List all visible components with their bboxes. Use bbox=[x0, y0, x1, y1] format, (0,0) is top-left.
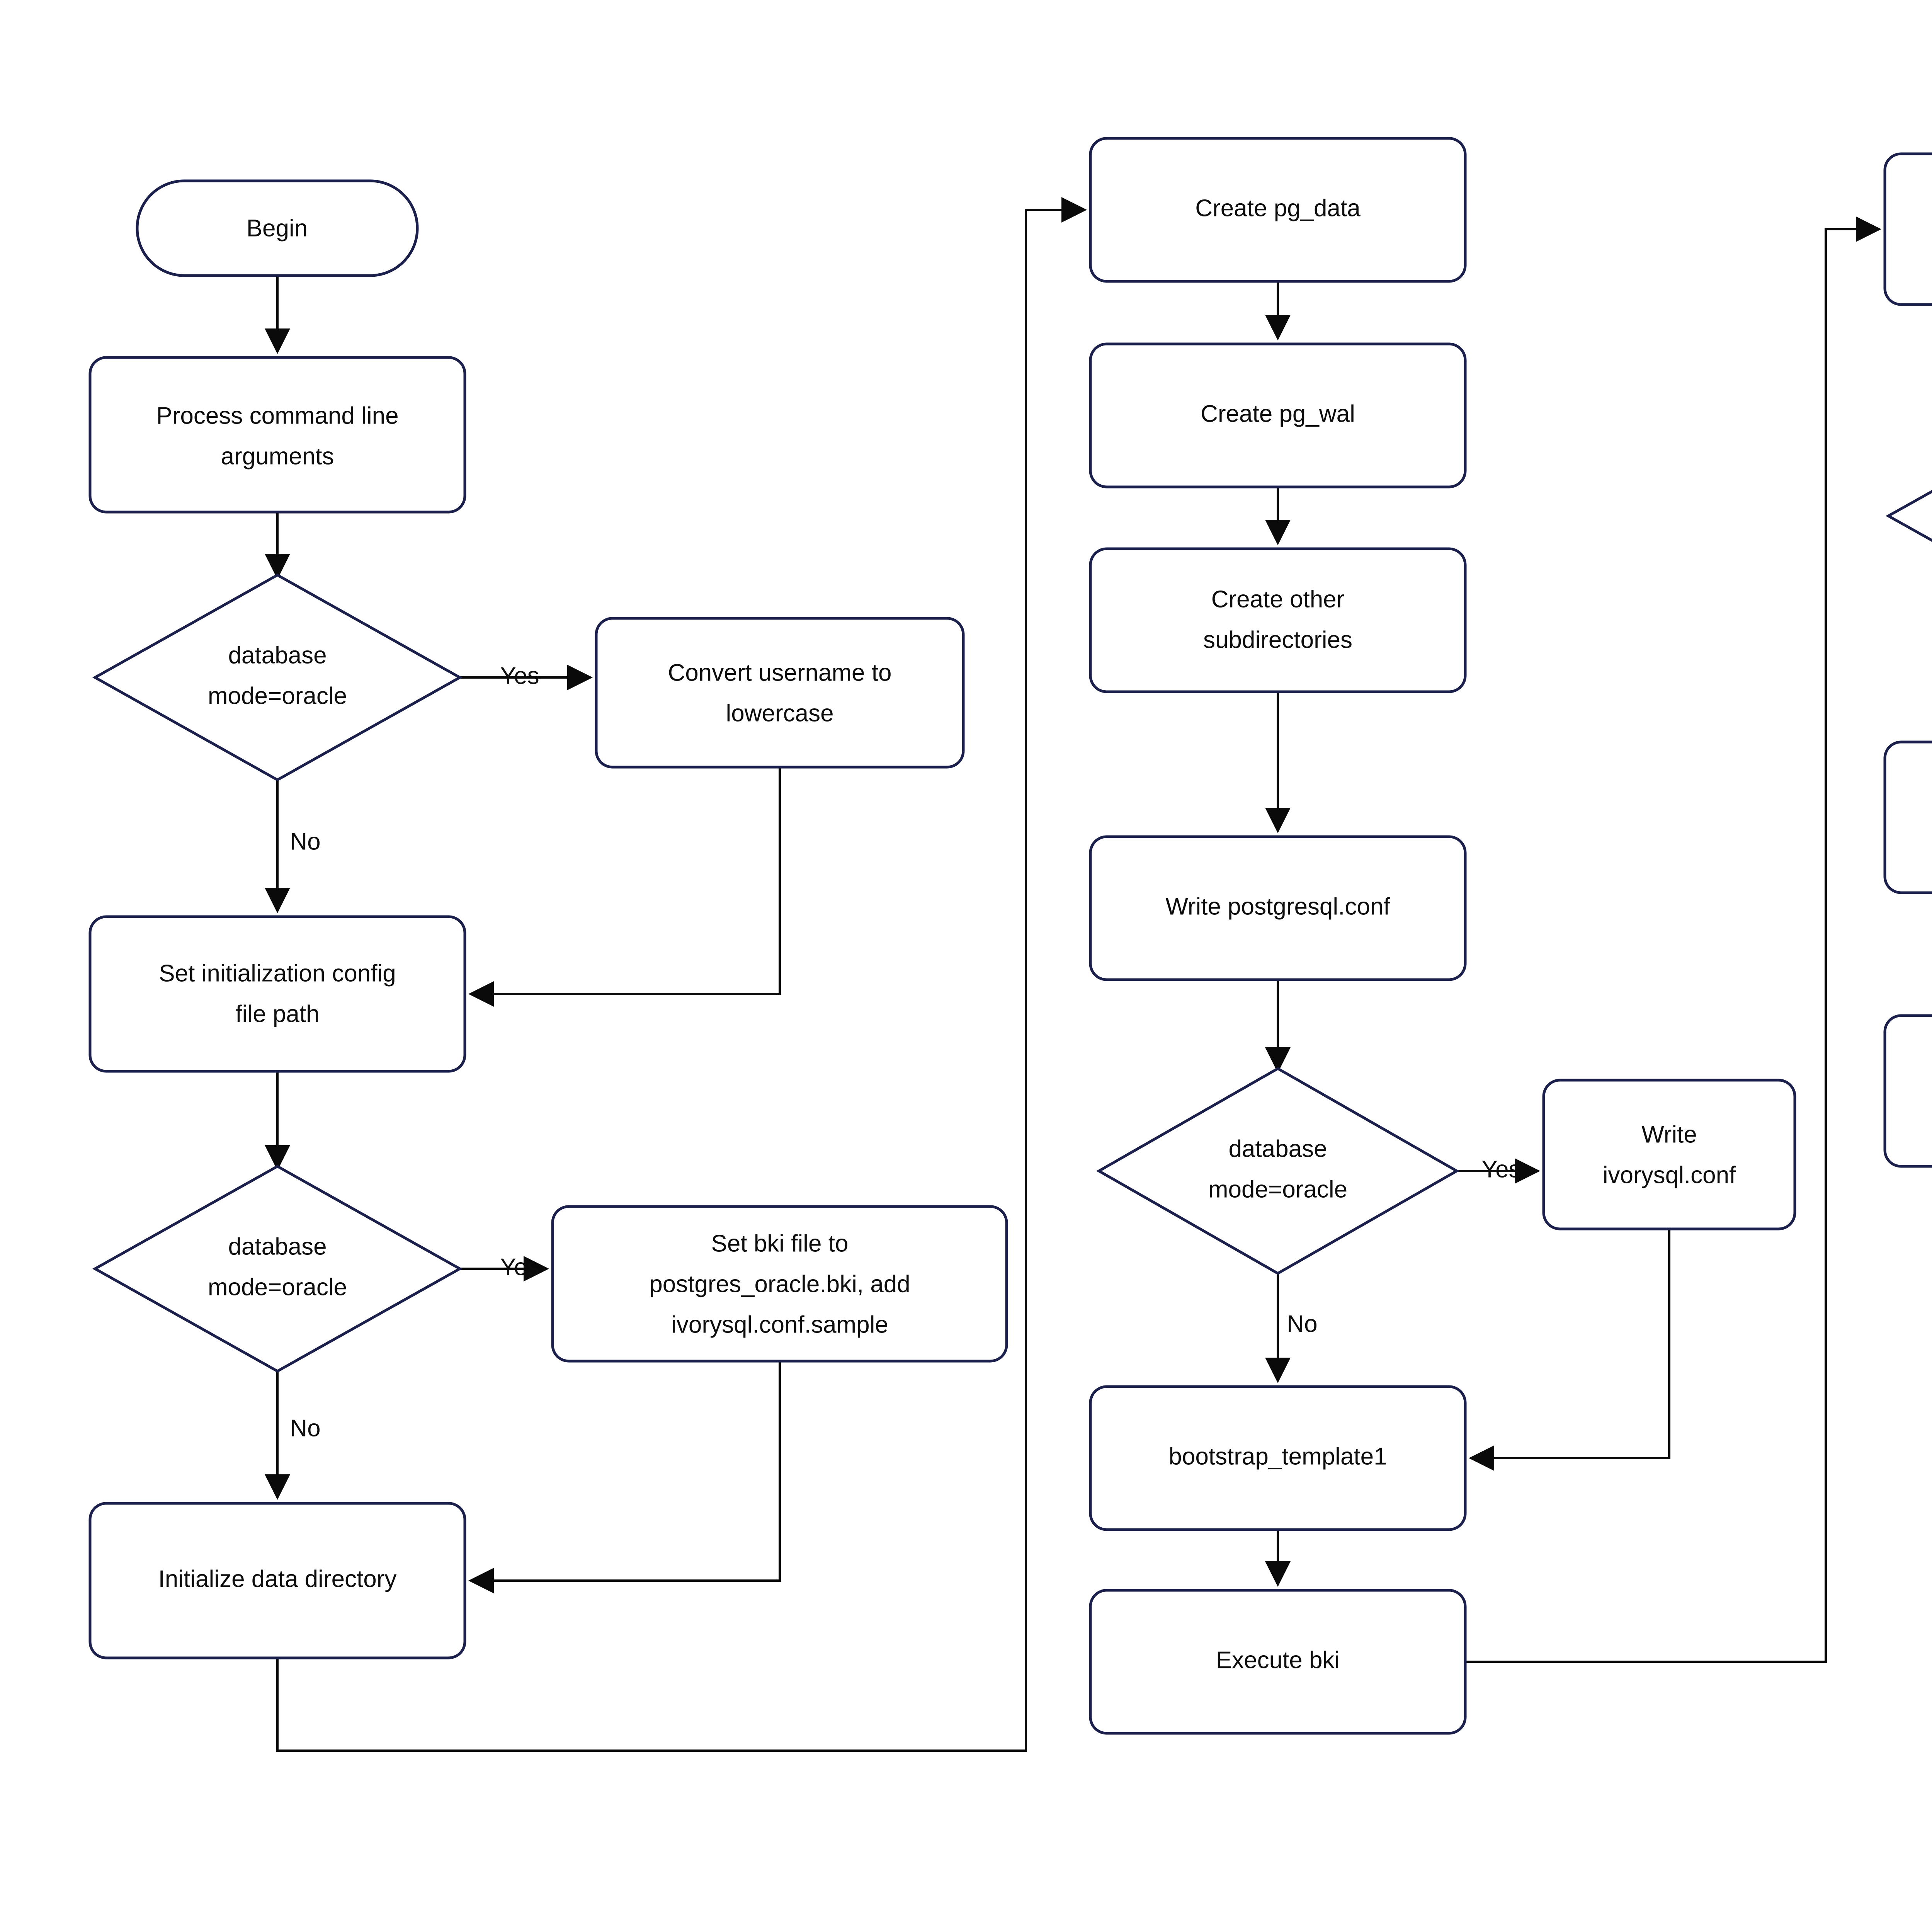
node-create-pg-data[interactable]: Create pg_data bbox=[1089, 137, 1467, 283]
process-args-label-line2: arguments bbox=[221, 443, 334, 470]
set-bki-label-line2: postgres_oracle.bki, add bbox=[649, 1271, 910, 1297]
create-subdirs-shape[interactable] bbox=[1089, 547, 1467, 693]
node-load-template-databases[interactable]: Load template0, postgres, ivorysql datab… bbox=[1883, 740, 1932, 894]
edge-label-yes-2: Yes bbox=[500, 1254, 539, 1280]
edge-labels-layer: Yes No Yes No Yes No Yes No bbox=[290, 662, 1520, 1441]
decision3-diamond-shape[interactable] bbox=[1096, 1067, 1460, 1275]
decision1-label-line2: mode=oracle bbox=[208, 682, 347, 709]
edge-init-dir-to-create-pgdata bbox=[276, 197, 1087, 1752]
process-args-label-line1: Process command line bbox=[156, 402, 398, 429]
set-bki-label-line3: ivorysql.conf.sample bbox=[671, 1311, 888, 1338]
node-execute-bki[interactable]: Execute bki bbox=[1089, 1589, 1467, 1735]
write-ivoryconf-label-line2: ivorysql.conf bbox=[1603, 1162, 1736, 1188]
set-config-path-label-line2: file path bbox=[235, 1001, 319, 1027]
node-initialize-data-directory[interactable]: Initialize data directory bbox=[88, 1502, 466, 1659]
set-config-path-label-line1: Set initialization config bbox=[159, 960, 396, 987]
create-pgdata-label: Create pg_data bbox=[1195, 195, 1361, 221]
edge-set-bki-to-init-dir bbox=[468, 1361, 781, 1593]
begin-terminator-shape[interactable] bbox=[136, 179, 419, 277]
execute-bki-label: Execute bki bbox=[1216, 1647, 1340, 1673]
create-subdirs-label-line2: subdirectories bbox=[1203, 626, 1352, 653]
create-pgwal-label: Create pg_wal bbox=[1201, 400, 1355, 427]
node-set-bki-file[interactable]: Set bki file to postgres_oracle.bki, add… bbox=[551, 1205, 1008, 1363]
convert-username-label-line1: Convert username to bbox=[668, 659, 892, 686]
node-decision-database-mode-oracle-3[interactable]: database mode=oracle bbox=[1096, 1067, 1460, 1275]
write-ivoryconf-label-line1: Write bbox=[1641, 1121, 1697, 1148]
execute-bki-shape[interactable] bbox=[1089, 1589, 1467, 1735]
create-pgwal-shape[interactable] bbox=[1089, 342, 1467, 488]
convert-username-shape[interactable] bbox=[595, 617, 965, 769]
set-config-path-shape[interactable] bbox=[88, 915, 466, 1073]
convert-username-label-line2: lowercase bbox=[726, 700, 833, 727]
edge-label-yes-1: Yes bbox=[500, 662, 539, 689]
edge-label-yes-3: Yes bbox=[1481, 1156, 1520, 1183]
decision4-diamond-shape[interactable] bbox=[1885, 414, 1932, 618]
node-print-completion-message[interactable]: Print completion message bbox=[1883, 1014, 1932, 1168]
edge-label-no-1: No bbox=[290, 828, 320, 855]
decision2-label-line1: database bbox=[228, 1233, 327, 1260]
edge-write-ivoryconf-to-bootstrap bbox=[1469, 1229, 1670, 1471]
write-pgconf-label: Write postgresql.conf bbox=[1165, 893, 1390, 920]
nodes-layer: Begin Process command line arguments dat… bbox=[88, 137, 1932, 1735]
set-bki-label-line1: Set bki file to bbox=[711, 1230, 849, 1257]
node-decision-database-mode-oracle-4[interactable]: database mode=oracle bbox=[1885, 414, 1932, 618]
bootstrap-template1-label: bootstrap_template1 bbox=[1168, 1443, 1387, 1470]
edge-convert-to-config-path bbox=[468, 767, 781, 1007]
decision1-diamond-shape[interactable] bbox=[92, 573, 463, 782]
node-decision-database-mode-oracle-1[interactable]: database mode=oracle bbox=[92, 573, 463, 782]
edge-execute-bki-to-init-db-objects bbox=[1465, 216, 1881, 1663]
init-data-dir-label: Initialize data directory bbox=[158, 1566, 397, 1592]
decision3-label-line2: mode=oracle bbox=[1208, 1176, 1347, 1203]
decision3-label-line1: database bbox=[1228, 1135, 1327, 1162]
node-write-postgresql-conf[interactable]: Write postgresql.conf bbox=[1089, 835, 1467, 981]
decision2-diamond-shape[interactable] bbox=[92, 1164, 463, 1373]
node-create-other-subdirectories[interactable]: Create other subdirectories bbox=[1089, 547, 1467, 693]
create-subdirs-label-line1: Create other bbox=[1211, 586, 1345, 613]
node-decision-database-mode-oracle-2[interactable]: database mode=oracle bbox=[92, 1164, 463, 1373]
edge-label-no-3: No bbox=[1287, 1310, 1317, 1337]
node-bootstrap-template1[interactable]: bootstrap_template1 bbox=[1089, 1385, 1467, 1531]
process-args-shape[interactable] bbox=[88, 356, 466, 514]
set-bki-shape[interactable] bbox=[551, 1205, 1008, 1363]
print-message-shape[interactable] bbox=[1883, 1014, 1932, 1168]
init-data-dir-shape[interactable] bbox=[88, 1502, 466, 1659]
node-initialize-database-objects[interactable]: Initialize database objects bbox=[1883, 152, 1932, 306]
node-process-command-line-arguments[interactable]: Process command line arguments bbox=[88, 356, 466, 514]
node-convert-username-to-lowercase[interactable]: Convert username to lowercase bbox=[595, 617, 965, 769]
begin-label: Begin bbox=[247, 215, 308, 242]
write-ivoryconf-shape[interactable] bbox=[1542, 1079, 1796, 1230]
bootstrap-template1-shape[interactable] bbox=[1089, 1385, 1467, 1531]
node-set-initialization-config-file-path[interactable]: Set initialization config file path bbox=[88, 915, 466, 1073]
create-pgdata-shape[interactable] bbox=[1089, 137, 1467, 283]
init-db-objects-shape[interactable] bbox=[1883, 152, 1932, 306]
node-create-pg-wal[interactable]: Create pg_wal bbox=[1089, 342, 1467, 488]
edges-layer bbox=[265, 197, 1881, 1752]
node-begin[interactable]: Begin bbox=[136, 179, 419, 277]
decision2-label-line2: mode=oracle bbox=[208, 1274, 347, 1300]
load-templates-shape[interactable] bbox=[1883, 740, 1932, 894]
edge-label-no-2: No bbox=[290, 1415, 320, 1441]
decision1-label-line1: database bbox=[228, 642, 327, 669]
node-write-ivorysql-conf[interactable]: Write ivorysql.conf bbox=[1542, 1079, 1796, 1230]
write-pgconf-shape[interactable] bbox=[1089, 835, 1467, 981]
